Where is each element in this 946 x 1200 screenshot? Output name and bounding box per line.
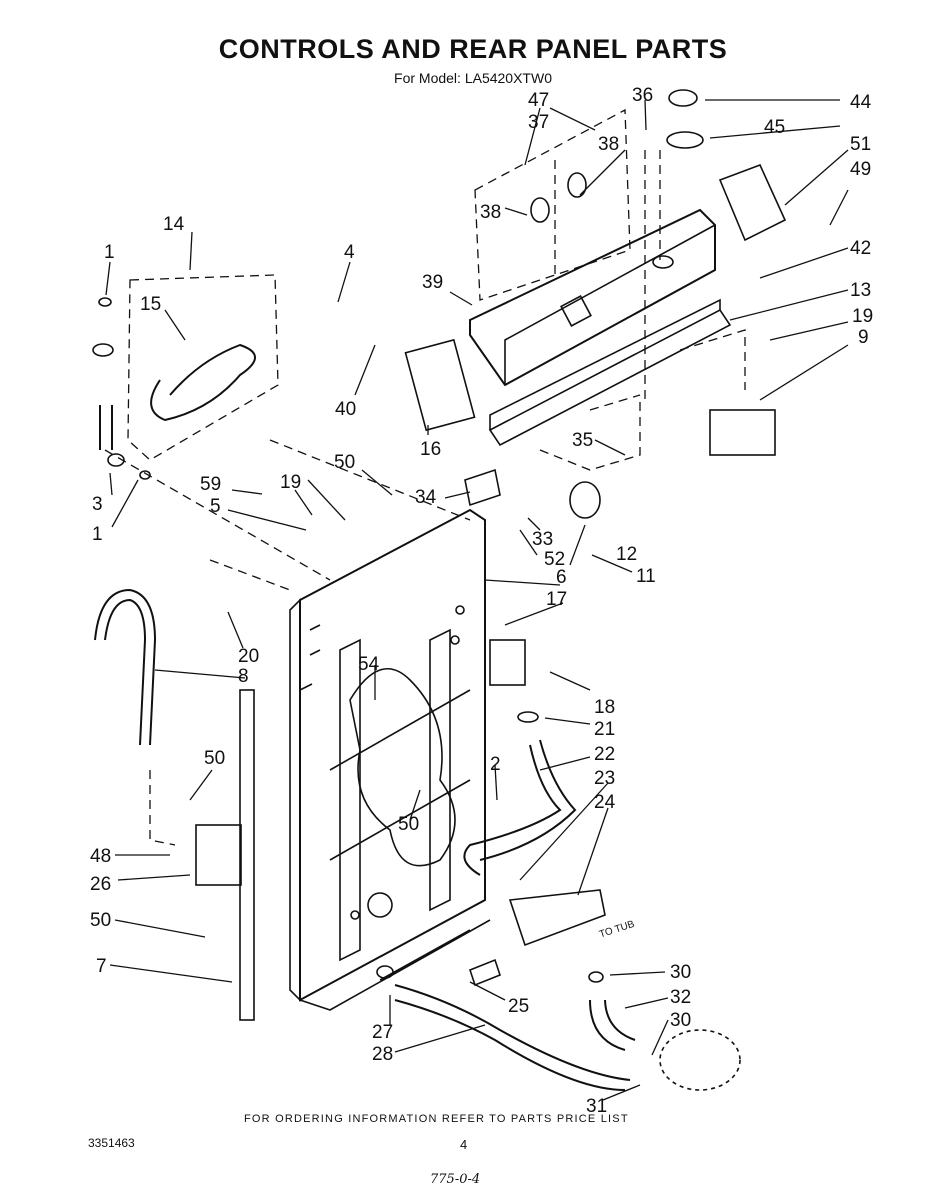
callout-50a: 50 <box>334 452 355 473</box>
ordering-note: FOR ORDERING INFORMATION REFER TO PARTS … <box>244 1113 629 1125</box>
callout-31: 31 <box>586 1096 607 1117</box>
callout-1b: 1 <box>92 524 103 545</box>
callout-16: 16 <box>420 439 441 460</box>
callout-20: 20 <box>238 646 259 667</box>
callout-18: 18 <box>594 697 615 718</box>
control-console <box>469 208 732 447</box>
group-outlines <box>104 108 746 846</box>
callout-50c: 50 <box>398 814 419 835</box>
callout-labels: 1 1 2 3 4 5 6 7 8 9 11 12 13 14 15 16 17… <box>90 85 873 1117</box>
callout-23: 23 <box>594 768 615 789</box>
callout-19a: 19 <box>280 472 301 493</box>
callout-47: 47 <box>528 90 549 111</box>
callout-50b: 50 <box>204 748 225 769</box>
callout-19b: 19 <box>852 306 873 327</box>
callout-2: 2 <box>490 754 501 775</box>
leader-lines <box>105 99 849 1101</box>
callout-59: 59 <box>200 474 221 495</box>
small-parts <box>92 89 787 1091</box>
callout-42: 42 <box>850 238 871 259</box>
callout-22: 22 <box>594 744 615 765</box>
callout-40: 40 <box>335 399 356 420</box>
callout-8: 8 <box>238 666 249 687</box>
callout-15: 15 <box>140 294 161 315</box>
callout-13: 13 <box>850 280 871 301</box>
document-number: 3351463 <box>88 1136 135 1150</box>
callout-36: 36 <box>632 85 653 106</box>
callout-5: 5 <box>210 496 221 517</box>
callout-9: 9 <box>858 327 869 348</box>
callout-45: 45 <box>764 117 785 138</box>
callout-30b: 30 <box>670 1010 691 1031</box>
callout-54: 54 <box>358 654 380 675</box>
callout-27: 27 <box>372 1022 393 1043</box>
callout-4: 4 <box>344 242 355 263</box>
callout-3: 3 <box>92 494 103 515</box>
callout-49: 49 <box>850 159 871 180</box>
callout-24: 24 <box>594 792 616 813</box>
callout-34: 34 <box>415 487 437 508</box>
model-subtitle: For Model: LA5420XTW0 <box>394 70 552 86</box>
hoses <box>94 343 636 1091</box>
callout-48: 48 <box>90 846 111 867</box>
callout-6: 6 <box>556 567 567 588</box>
callout-28: 28 <box>372 1044 393 1065</box>
callout-37: 37 <box>528 112 549 133</box>
handwritten-code: 775-0-4 <box>430 1172 481 1187</box>
callout-39: 39 <box>422 272 443 293</box>
callout-1a: 1 <box>104 242 115 263</box>
page-number: 4 <box>460 1137 468 1152</box>
callout-14: 14 <box>163 214 185 235</box>
callout-12: 12 <box>616 544 637 565</box>
callout-38a: 38 <box>598 134 619 155</box>
callout-17: 17 <box>546 589 567 610</box>
rear-panel <box>289 508 491 1011</box>
callout-35: 35 <box>572 430 593 451</box>
callout-21: 21 <box>594 719 615 740</box>
callout-50d: 50 <box>90 910 111 931</box>
callout-44: 44 <box>850 92 872 113</box>
callout-38b: 38 <box>480 202 501 223</box>
callout-7: 7 <box>96 956 107 977</box>
callout-30a: 30 <box>670 962 691 983</box>
callout-25: 25 <box>508 996 529 1017</box>
callout-33: 33 <box>532 529 553 550</box>
callout-32: 32 <box>670 987 691 1008</box>
page-title: CONTROLS AND REAR PANEL PARTS <box>218 34 728 64</box>
callout-52: 52 <box>544 549 565 570</box>
callout-51: 51 <box>850 134 871 155</box>
callout-26: 26 <box>90 874 111 895</box>
callout-11: 11 <box>636 566 656 587</box>
